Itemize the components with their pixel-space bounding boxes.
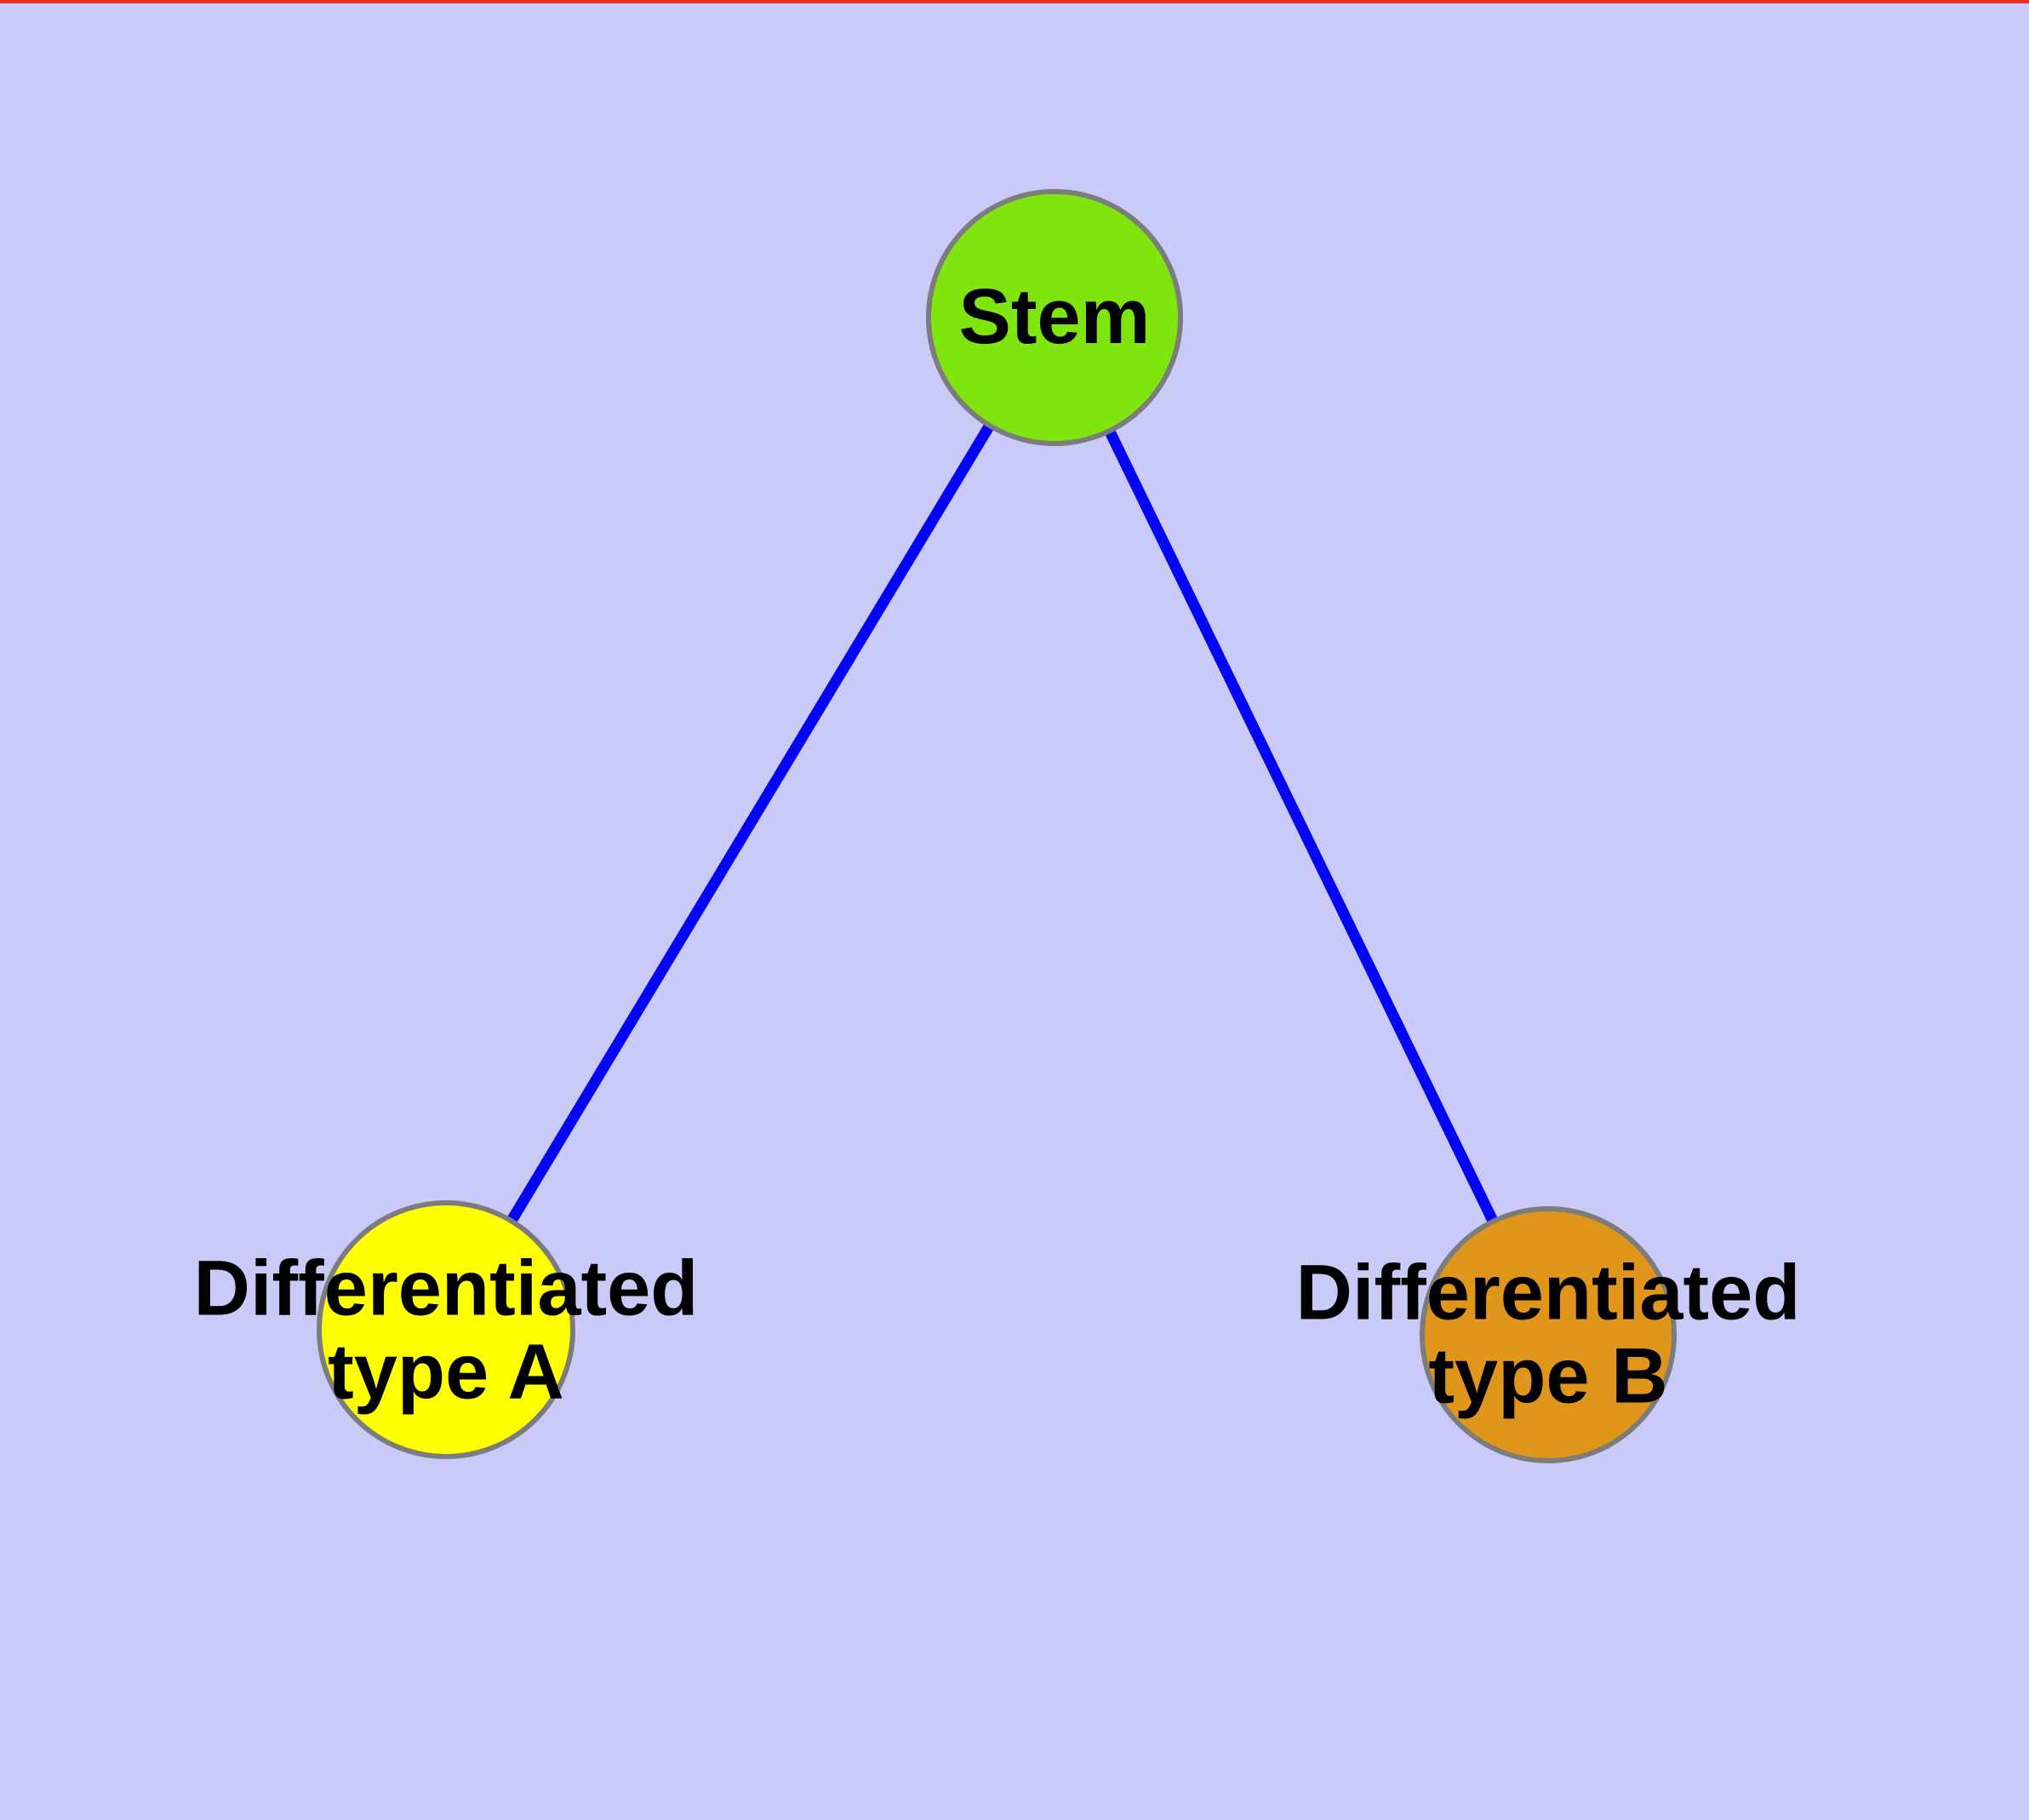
node-differentiated-type-a-circle xyxy=(317,1200,575,1459)
node-differentiated-type-b-circle xyxy=(1420,1206,1677,1463)
node-stem-circle xyxy=(926,189,1183,446)
node-differentiated-type-b-label: Differentiated type B xyxy=(1295,1249,1801,1419)
edge-stem-to-type-a xyxy=(441,314,1060,1333)
edge-stem-to-type-b xyxy=(1049,315,1553,1337)
window-top-edge-line xyxy=(0,0,2029,3)
node-differentiated-type-a-label: Differentiated type A xyxy=(193,1245,699,1415)
node-stem-label: Stem xyxy=(958,273,1151,361)
